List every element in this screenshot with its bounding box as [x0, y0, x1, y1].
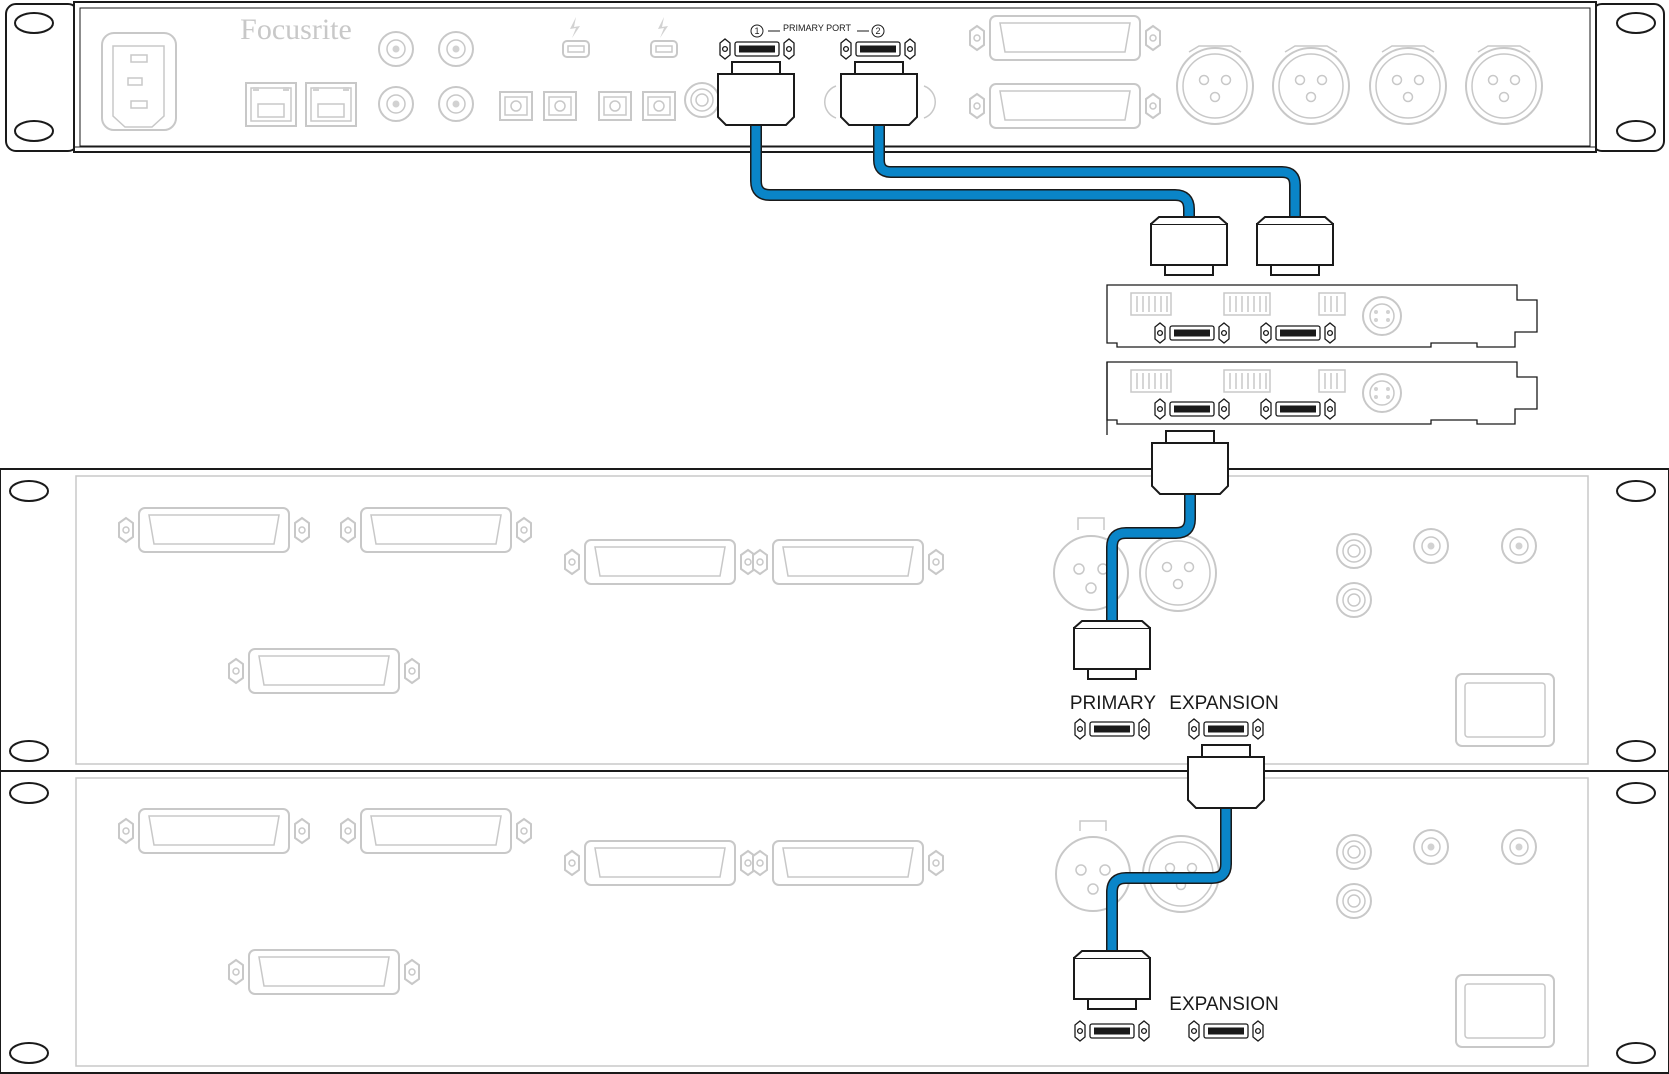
primary-port-label: 1 PRIMARY PORT 2	[750, 23, 885, 38]
rca-connector-icon	[1336, 883, 1372, 919]
rack-ear-hole	[9, 740, 49, 762]
dsub-connector-icon	[969, 83, 1161, 129]
optical-port-icon	[642, 91, 676, 121]
rca-connector-icon	[1336, 582, 1372, 618]
cable-expansion-to-bottom	[1107, 801, 1231, 960]
optical-port-icon	[598, 91, 632, 121]
brand-logo: Focusrite	[240, 13, 352, 46]
dsub-connector-icon	[118, 808, 310, 854]
power-switch-icon	[1455, 673, 1555, 747]
optical-port-icon	[543, 91, 577, 121]
rack-ear-hole	[14, 12, 54, 34]
cable-plug	[1150, 216, 1228, 276]
rack-ear-hole	[1616, 480, 1656, 502]
ethernet-port-icon	[305, 82, 357, 127]
dsub-connector-icon	[228, 648, 420, 694]
xlr-connector-icon	[1272, 47, 1350, 125]
cables	[750, 118, 1301, 961]
primary-port-text: PRIMARY PORT	[783, 23, 852, 33]
bnc-connector-icon	[378, 86, 414, 122]
dsub-connector-icon	[564, 840, 756, 886]
bottom-rack-unit: EXPANSION	[0, 770, 1669, 1074]
bnc-connector-icon	[1413, 829, 1449, 865]
xlr-connector-icon	[1176, 47, 1254, 125]
ethernet-port-icon	[245, 82, 297, 127]
cable-pcie-to-middle-primary	[1107, 486, 1195, 630]
primary-label: PRIMARY	[1070, 693, 1157, 714]
pcie-card-stack	[1106, 284, 1538, 435]
port-2-number: 2	[875, 26, 880, 36]
rack-ear-hole	[1616, 120, 1656, 142]
expansion-label: EXPANSION	[1169, 994, 1278, 1015]
rca-connector-icon	[1336, 834, 1372, 870]
bnc-connector-icon	[1413, 528, 1449, 564]
dsub-connector-icon	[969, 15, 1161, 61]
bnc-connector-icon	[1501, 829, 1537, 865]
bnc-connector-icon	[378, 31, 414, 67]
port-1-number: 1	[754, 26, 759, 36]
xlr-connector-icon	[1465, 47, 1543, 125]
bnc-connector-icon	[438, 86, 474, 122]
rack-ear-hole	[14, 120, 54, 142]
iec-power-inlet-icon	[101, 32, 177, 131]
optical-port-icon	[499, 91, 533, 121]
dsub-connector-icon	[228, 949, 420, 995]
rack-ear-hole	[1616, 1042, 1656, 1064]
rca-connector-icon	[1336, 533, 1372, 569]
cable-plug	[1256, 216, 1334, 276]
rack-ear-hole	[1616, 12, 1656, 34]
xlr-connector-icon	[1139, 534, 1217, 612]
rack-ear-hole	[9, 782, 49, 804]
cable-port2-to-pcie	[874, 119, 1300, 226]
rack-ear-hole	[1616, 740, 1656, 762]
dsub-connector-icon	[340, 507, 532, 553]
rca-connector-icon	[684, 82, 720, 118]
rack-ear-hole	[1616, 782, 1656, 804]
dsub-connector-icon	[564, 539, 756, 585]
dsub-connector-icon	[340, 808, 532, 854]
dsub-connector-icon	[118, 507, 310, 553]
thunderbolt-port-icon	[562, 17, 590, 58]
expansion-label: EXPANSION	[1169, 693, 1278, 714]
rca-connector-icon	[824, 85, 936, 119]
rack-ear-hole	[9, 480, 49, 502]
xlr-connector-icon	[1369, 47, 1447, 125]
power-switch-icon	[1455, 974, 1555, 1048]
rack-ear-hole	[9, 1042, 49, 1064]
cable-port1-to-pcie	[751, 119, 1194, 226]
dsub-connector-icon	[752, 840, 944, 886]
cable-plug	[1151, 430, 1229, 495]
dsub-connector-icon	[752, 539, 944, 585]
bnc-connector-icon	[1501, 528, 1537, 564]
bnc-connector-icon	[438, 31, 474, 67]
top-interface-unit: Focusrite	[5, 1, 1665, 153]
middle-rack-unit: PRIMARY EXPANSION	[0, 468, 1669, 772]
thunderbolt-port-icon	[650, 17, 678, 58]
